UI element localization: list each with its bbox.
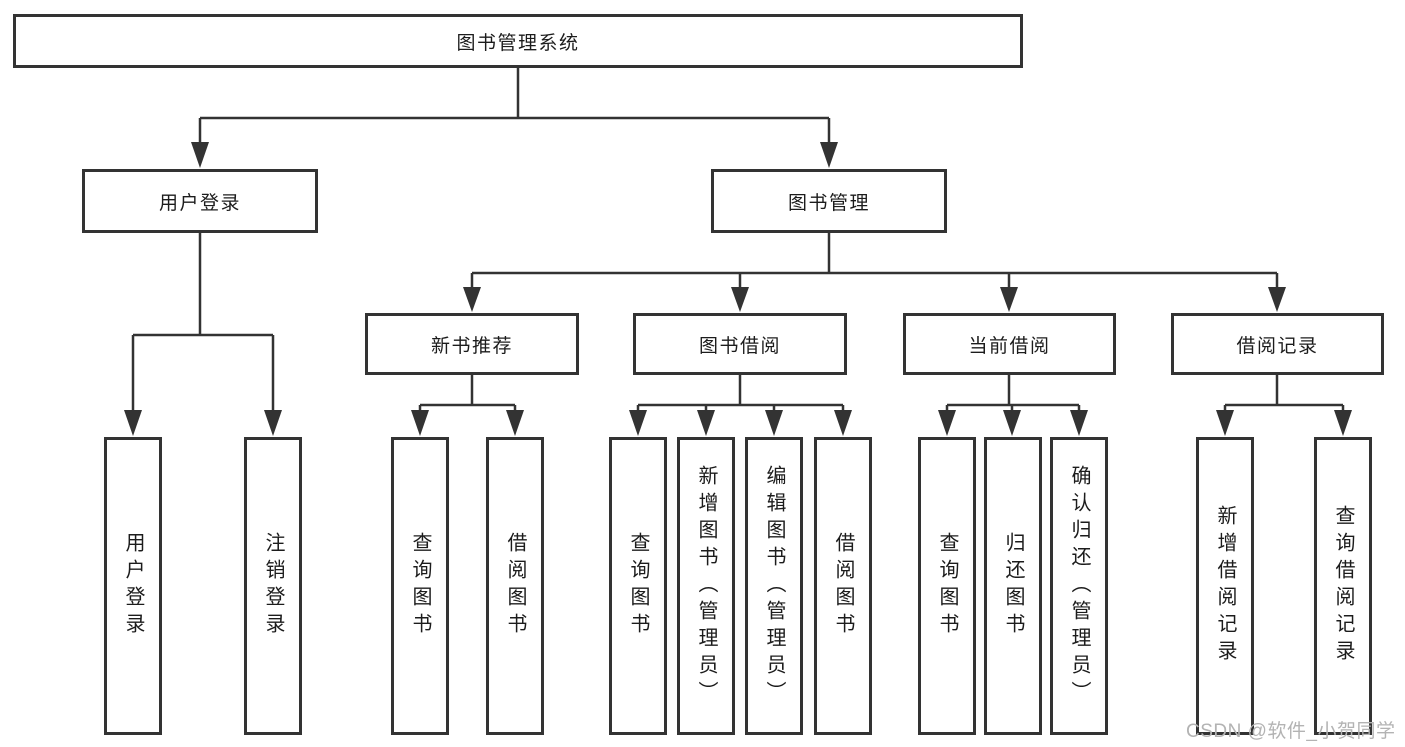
arrowhead-icon [938, 410, 956, 436]
node-leaf-return-books: 归还图书 [984, 437, 1042, 735]
node-label: 查询图书 [936, 532, 958, 640]
node-book-borrowing: 图书借阅 [633, 313, 847, 375]
node-label: 图书借阅 [698, 335, 781, 357]
csdn-watermark: CSDN @软件_小贺同学 [1186, 721, 1396, 742]
node-leaf-borrow-books-2: 借阅图书 [814, 437, 872, 735]
connector-records-to-leaves [1223, 373, 1345, 411]
node-label: 图书管理系统 [456, 32, 580, 54]
arrowhead-icon [1003, 410, 1021, 436]
connector-userlogin-to-leaves [131, 231, 275, 411]
node-label: 新书推荐 [430, 335, 513, 357]
arrowhead-icon [731, 287, 749, 312]
node-leaf-user-login: 用户登录 [104, 437, 162, 735]
arrowhead-icon [765, 410, 783, 436]
connector-borrowing-to-leaves [636, 373, 845, 411]
arrowhead-icon [629, 410, 647, 436]
node-label: 编辑图书（管理员） [763, 464, 785, 708]
arrowhead-icon [1070, 410, 1088, 436]
node-leaf-logout: 注销登录 [244, 437, 302, 735]
node-leaf-query-books-1: 查询图书 [391, 437, 449, 735]
node-label: 用户登录 [122, 532, 144, 640]
node-leaf-query-books-2: 查询图书 [609, 437, 667, 735]
node-label: 用户登录 [158, 192, 241, 214]
node-label: 查询借阅记录 [1332, 505, 1354, 667]
node-label: 图书管理 [787, 192, 870, 214]
arrowhead-icon [834, 410, 852, 436]
node-leaf-query-books-3: 查询图书 [918, 437, 976, 735]
node-label: 当前借阅 [968, 335, 1051, 357]
node-label: 借阅图书 [504, 532, 526, 640]
arrowhead-icon [506, 410, 524, 436]
node-current-borrowing: 当前借阅 [903, 313, 1116, 375]
node-label: 借阅记录 [1236, 335, 1319, 357]
node-leaf-query-borrow-record: 查询借阅记录 [1314, 437, 1372, 735]
node-label: 归还图书 [1002, 532, 1024, 640]
node-leaf-borrow-books-1: 借阅图书 [486, 437, 544, 735]
node-label: 确认归还（管理员） [1068, 464, 1090, 708]
connector-current-to-leaves [945, 373, 1081, 411]
arrowhead-icon [191, 142, 209, 168]
arrowhead-icon [697, 410, 715, 436]
node-label: 注销登录 [262, 532, 284, 640]
connector-bookmgmt-to-level3 [470, 231, 1279, 288]
arrowhead-icon [1268, 287, 1286, 312]
arrowhead-icon [463, 287, 481, 312]
node-borrowing-records: 借阅记录 [1171, 313, 1384, 375]
arrowhead-icon [820, 142, 838, 168]
arrowhead-icon [1216, 410, 1234, 436]
arrowheads [124, 142, 1352, 436]
node-book-management: 图书管理 [711, 169, 947, 233]
node-label: 借阅图书 [832, 532, 854, 640]
node-label: 查询图书 [627, 532, 649, 640]
node-leaf-confirm-return-admin: 确认归还（管理员） [1050, 437, 1108, 735]
node-new-book-recommend: 新书推荐 [365, 313, 579, 375]
node-leaf-edit-books-admin: 编辑图书（管理员） [745, 437, 803, 735]
arrowhead-icon [411, 410, 429, 436]
arrowhead-icon [1000, 287, 1018, 312]
node-label: 新增图书（管理员） [695, 464, 717, 708]
node-leaf-add-borrow-record: 新增借阅记录 [1196, 437, 1254, 735]
node-library-system: 图书管理系统 [13, 14, 1023, 68]
connector-root-to-level2 [198, 66, 831, 143]
connector-newbook-to-leaves [418, 373, 517, 411]
arrowhead-icon [264, 410, 282, 436]
node-leaf-add-books-admin: 新增图书（管理员） [677, 437, 735, 735]
arrowhead-icon [124, 410, 142, 436]
arrowhead-icon [1334, 410, 1352, 436]
node-user-login: 用户登录 [82, 169, 318, 233]
node-label: 新增借阅记录 [1214, 505, 1236, 667]
node-label: 查询图书 [409, 532, 431, 640]
